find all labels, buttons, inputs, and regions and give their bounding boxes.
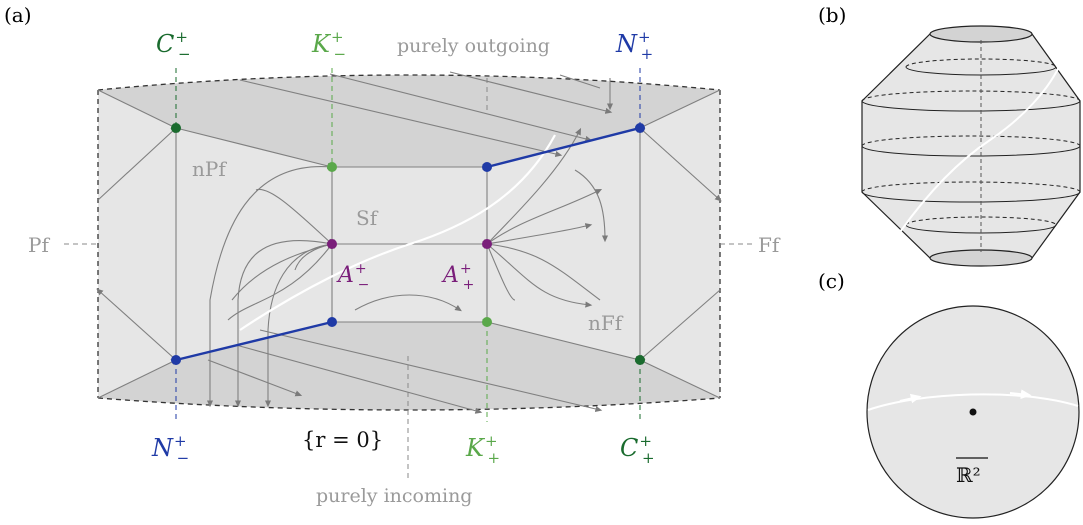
flow-aplus-2 [486,188,603,245]
disk-trajectory [867,393,1079,411]
ring-5-back [905,216,1057,226]
panel-c: (c) ℝ² [818,269,1080,519]
flow-corner-br [637,359,721,399]
solid-body [861,33,1081,259]
node-n-plus-inner [482,162,492,172]
panel-a-label: (a) [4,3,32,27]
origin-dot [969,408,977,416]
flow-top-4 [559,74,601,89]
flow-curve-2 [234,239,333,408]
ring-2-front [861,100,1081,112]
flow-bot-3 [207,359,303,397]
node-k-minus [327,162,337,172]
flow-aplus-6 [486,243,601,301]
top-cap [929,25,1033,43]
label-r-zero: {r = 0} [302,428,383,452]
node-a-plus [482,239,492,249]
flow-aplus-4 [486,243,593,308]
white-curve-3d [899,59,1063,233]
node-n-minus-inner [327,317,337,327]
label-n-minus: N+− [151,432,189,467]
top-boundary [97,74,721,91]
label-nff: nFf [588,311,624,335]
label-k-minus: K+− [311,28,346,63]
node-k-plus [482,317,492,327]
flow-right-upper [639,127,722,202]
compactified-region [98,75,720,410]
panel-b: (b) [818,3,1081,267]
ring-1-front [905,66,1057,76]
bottom-dark-region [98,322,720,410]
node-n-plus [635,123,645,133]
flow-bot-1 [235,344,483,414]
flow-lines [96,71,722,414]
label-ff: Ff [758,233,781,257]
flow-aplus-1 [486,127,582,245]
flow-aplus-5 [486,243,516,301]
label-k-plus: K++ [465,432,500,467]
flow-inner-arc [354,294,462,312]
node-a-minus [327,239,337,249]
label-purely-outgoing: purely outgoing [397,35,550,57]
label-c-plus: C++ [620,432,655,467]
label-r2: ℝ² [956,463,981,487]
node-c-plus [635,355,645,365]
panel-b-label: (b) [818,3,846,27]
flow-top-3 [449,71,613,114]
flow-aplus-3 [486,223,593,245]
flow-corner-tl [97,89,179,130]
flow-right-lower [638,289,721,362]
blue-line-lower [175,320,333,362]
blue-line-upper [486,126,641,169]
flow-curve-7 [231,242,335,301]
label-pf: Pf [28,233,50,257]
label-a-plus: A++ [441,261,474,293]
flow-right-curve [574,169,609,243]
flow-corner-tr [637,89,721,129]
label-npf: nPf [192,157,227,181]
flow-left-lower [96,288,177,361]
flow-top-1 [239,79,563,157]
ring-1-back [905,58,1057,68]
flow-curve-4 [255,188,334,246]
flow-curve-1 [206,166,333,408]
node-c-minus [171,123,181,133]
node-n-minus [171,355,181,365]
disk-arrow-2 [1009,389,1032,399]
flow-top-2 [329,73,593,142]
flow-nff-edge [486,321,643,362]
flow-corner-bl [97,358,179,399]
disk-arrow-1 [899,393,922,404]
bottom-boundary [97,397,721,411]
white-trajectory [239,134,556,331]
flow-left-upper [97,126,178,201]
flow-curve-6 [227,242,334,321]
label-n-plus: N++ [615,28,653,63]
label-sf: Sf [356,206,379,230]
label-purely-incoming: purely incoming [316,485,472,507]
ring-3-front [861,145,1081,157]
label-a-minus: A+− [336,261,369,293]
top-dark-region [98,75,720,167]
label-c-minus: C+− [156,28,191,63]
flow-bot-2 [259,329,603,412]
panel-a: (a) [4,3,781,507]
flow-npf-edge [175,127,335,169]
bottom-cap [929,249,1033,267]
panel-c-label: (c) [818,269,845,293]
ring-4-front [861,191,1081,203]
